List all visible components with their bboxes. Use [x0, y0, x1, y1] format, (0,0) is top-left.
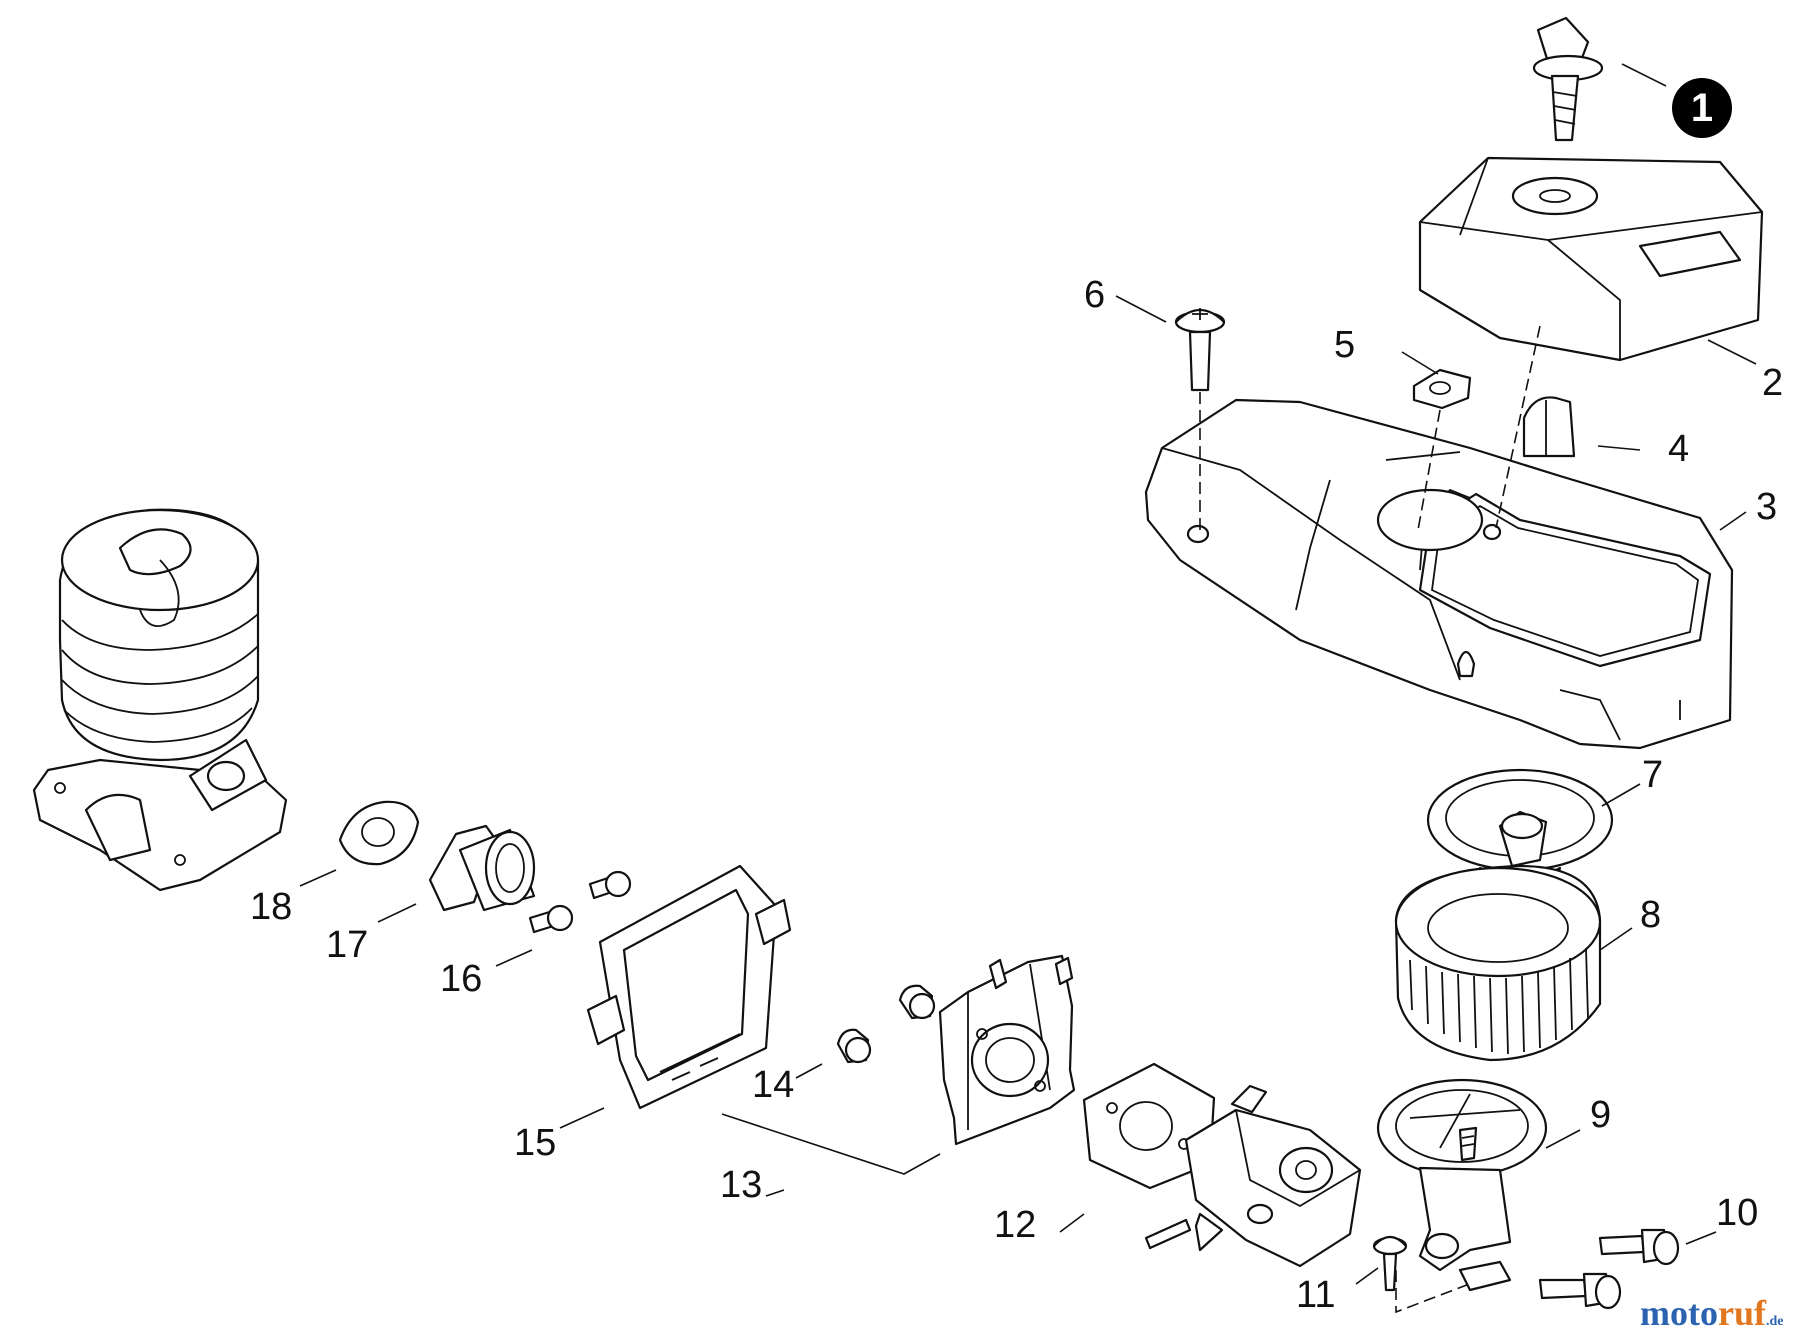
callout-11: 11: [1296, 1274, 1336, 1316]
callout-12: 12: [994, 1204, 1037, 1246]
callout-8: 8: [1640, 894, 1662, 936]
part-14-grommets: [836, 984, 936, 1064]
callout-6: 6: [1084, 274, 1106, 316]
callout-17: 17: [326, 924, 369, 966]
part-16-screws: [528, 870, 632, 934]
assembly-lines: [1199, 325, 1541, 1314]
watermark-part3: .de: [1765, 1314, 1784, 1329]
callout-1: 1: [1690, 85, 1714, 130]
part-2-top-cover: [1418, 156, 1764, 362]
leader-lines: [299, 63, 1757, 1285]
callout-3: 3: [1756, 486, 1778, 528]
part-10-bolts: [1538, 1228, 1680, 1310]
part-6-cross-screw: [1174, 308, 1226, 392]
part-8-air-filter: [1394, 864, 1602, 1062]
callout-5: 5: [1334, 324, 1356, 366]
callout-16: 16: [440, 958, 483, 1000]
part-1-screw-knob: [1532, 16, 1604, 142]
callout-15: 15: [514, 1122, 557, 1164]
callout-9: 9: [1590, 1094, 1612, 1136]
watermark-part2: ruf: [1717, 1293, 1766, 1333]
callout-4: 4: [1668, 428, 1690, 470]
callout-18: 18: [250, 886, 293, 928]
part-4-cap: [1522, 396, 1576, 458]
part-15-frame: [586, 864, 792, 1110]
callout-2: 2: [1762, 362, 1784, 404]
part-11-screw: [1372, 1235, 1408, 1292]
watermark-part1: moto: [1640, 1293, 1718, 1333]
callout-14: 14: [752, 1064, 795, 1106]
watermark-logo: motoruf.de: [1640, 1292, 1783, 1334]
callout-13: 13: [720, 1164, 763, 1206]
part-13-carb-holder: [938, 954, 1076, 1146]
callout-1-badge: 1: [1672, 78, 1732, 138]
part-18-gasket: [338, 800, 420, 866]
carburetor: [1144, 1084, 1362, 1268]
callout-7: 7: [1642, 754, 1664, 796]
part-9-filter-base: [1376, 1078, 1548, 1292]
cylinder: [32, 508, 288, 892]
part-17-intake-manifold: [428, 824, 536, 912]
part-3-cylinder-cover: [1144, 398, 1734, 750]
part-5-nut: [1412, 368, 1472, 410]
callout-10: 10: [1716, 1192, 1759, 1234]
